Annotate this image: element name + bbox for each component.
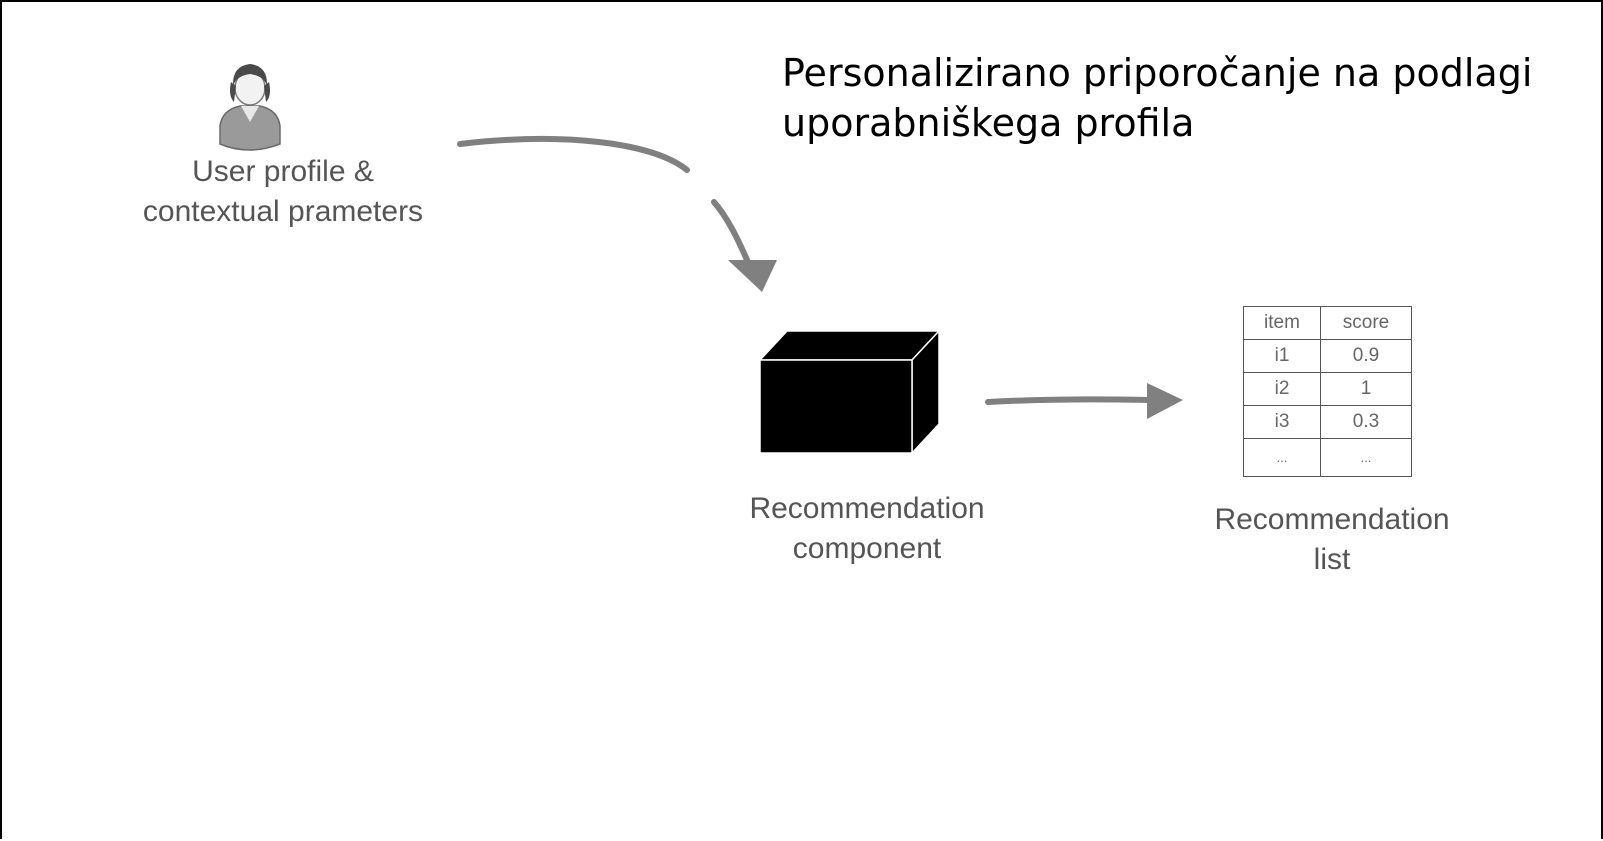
table-row: ... ...: [1243, 438, 1412, 477]
slide-title-line-2: uporabniškega profila: [782, 101, 1195, 145]
table-row: i2 1: [1243, 372, 1412, 406]
column-header-score: score: [1320, 306, 1412, 340]
recommendation-list-label-line-2: list: [1313, 543, 1351, 576]
component-to-list-arrow: [985, 383, 1183, 419]
column-header-item: item: [1243, 306, 1321, 340]
score-cell: 0.3: [1320, 405, 1412, 439]
item-cell: i1: [1243, 339, 1321, 373]
item-cell: i2: [1243, 372, 1321, 406]
recommendation-component-label-line-1: Recommendation: [749, 492, 985, 525]
item-cell: i3: [1243, 405, 1321, 439]
recommendation-list-label-line-1: Recommendation: [1214, 503, 1450, 536]
slide-title: Personalizirano priporočanje na podlagi …: [782, 48, 1582, 148]
user-profile-label-line-1: User profile &: [192, 155, 374, 188]
score-cell: 0.9: [1320, 339, 1412, 373]
recommendation-list-label: Recommendation list: [1172, 500, 1492, 580]
user-profile-label-line-2: contextual prameters: [142, 195, 424, 228]
score-cell: 1: [1320, 372, 1412, 406]
user-to-component-arrow: [457, 136, 777, 292]
table-header-row: item score: [1243, 306, 1412, 340]
table-row: i1 0.9: [1243, 339, 1412, 373]
recommendation-component-label: Recommendation component: [702, 489, 1032, 569]
recommendation-list-table: item score i1 0.9 i2 1 i3 0.3 ... ...: [1243, 306, 1412, 477]
table-row: i3 0.3: [1243, 405, 1412, 439]
item-cell: ...: [1243, 438, 1321, 477]
slide-title-line-1: Personalizirano priporočanje na podlagi: [782, 51, 1533, 95]
user-avatar-icon: [219, 64, 281, 151]
user-profile-label: User profile & contextual prameters: [98, 152, 468, 232]
score-cell: ...: [1320, 438, 1412, 477]
black-box-cube-icon: [758, 329, 941, 455]
recommendation-component-label-line-2: component: [792, 532, 942, 565]
